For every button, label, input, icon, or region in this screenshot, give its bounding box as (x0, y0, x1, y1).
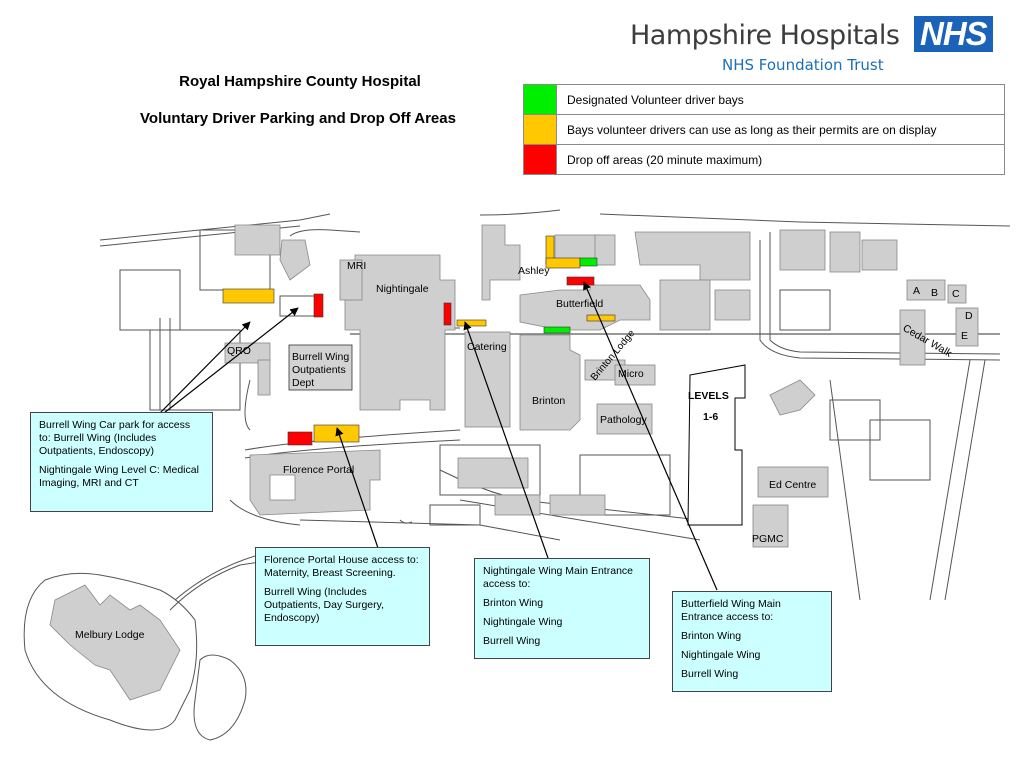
label-block-c: C (952, 288, 960, 300)
page-title: Royal Hampshire County Hospital (179, 73, 421, 90)
callout-text: Nightingale Wing Level C: Medical Imagin… (39, 464, 199, 489)
label-block-d: D (965, 310, 973, 322)
callout-florence-portal: Florence Portal House access to: Materni… (255, 547, 430, 646)
legend-table: Designated Volunteer driver bays Bays vo… (523, 84, 1005, 175)
callout-item: Brinton Wing (681, 630, 742, 642)
legend-label: Drop off areas (20 minute maximum) (556, 144, 1005, 175)
label-levels: LEVELS (688, 390, 729, 402)
callout-heading: Nightingale Wing Main Entrance access to… (483, 565, 633, 590)
legend-row: Bays volunteer drivers can use as long a… (523, 114, 1005, 145)
legend-swatch-amber (523, 114, 557, 145)
label-florence-portal: Florence Portal (283, 464, 355, 476)
label-butterfield: Butterfield (556, 298, 604, 310)
callout-item: Brinton Wing (483, 597, 544, 609)
legend-row: Drop off areas (20 minute maximum) (523, 144, 1005, 175)
callout-item: Burrell Wing (483, 635, 541, 647)
bay-amber-florence (313, 424, 360, 443)
legend-row: Designated Volunteer driver bays (523, 84, 1005, 115)
callout-text: Burrell Wing (Includes Outpatients, Day … (264, 586, 385, 624)
label-pgmc: PGMC (752, 533, 784, 545)
bay-red-burrell (313, 293, 324, 318)
label-micro: Micro (618, 368, 644, 380)
label-pathology: Pathology (600, 414, 647, 426)
bay-red-florence (287, 431, 313, 446)
label-ashley: Ashley (518, 265, 550, 277)
bay-green-brinton (543, 326, 571, 334)
callout-butterfield-entrance: Butterfield Wing Main Entrance access to… (672, 591, 832, 692)
label-nightingale: Nightingale (376, 283, 429, 295)
bay-red-nightingale (443, 302, 452, 326)
label-burrell-outpatients: Burrell Wing Outpatients Dept (292, 351, 350, 389)
callout-burrell-car-park: Burrell Wing Car park for access to: Bur… (30, 412, 213, 512)
label-melbury-lodge: Melbury Lodge (75, 629, 145, 641)
bay-amber-ashley (545, 257, 581, 269)
label-block-a: A (913, 285, 921, 297)
legend-label: Bays volunteer drivers can use as long a… (556, 114, 1005, 145)
label-brinton: Brinton (532, 395, 566, 407)
label-mri: MRI (347, 260, 367, 272)
callout-text: Burrell Wing Car park for access to: Bur… (39, 419, 191, 457)
label-qro: QRO (227, 345, 251, 357)
bay-red-butterfield (566, 276, 595, 286)
bay-amber-burrell (222, 288, 275, 304)
label-catering: Catering (467, 341, 507, 353)
nhs-badge: NHS (914, 16, 993, 52)
label-ed-centre: Ed Centre (769, 479, 817, 491)
label-block-b: B (931, 287, 939, 299)
legend-label: Designated Volunteer driver bays (556, 84, 1005, 115)
logo-subtitle: NHS Foundation Trust (722, 56, 884, 74)
callout-heading: Butterfield Wing Main Entrance access to… (681, 598, 781, 623)
callout-text: Florence Portal House access to: Materni… (264, 554, 419, 579)
bay-amber-nightingale (456, 319, 487, 327)
callout-nightingale-entrance: Nightingale Wing Main Entrance access to… (474, 558, 650, 659)
legend-swatch-red (523, 144, 557, 175)
label-block-e: E (961, 330, 969, 342)
bay-green-ashley (579, 257, 598, 267)
callout-item: Burrell Wing (681, 668, 739, 680)
label-levels-range: 1-6 (703, 411, 719, 423)
page-subtitle: Voluntary Driver Parking and Drop Off Ar… (140, 110, 456, 127)
callout-item: Nightingale Wing (483, 616, 563, 628)
nhs-logo: Hampshire Hospitals NHS NHS Foundation T… (630, 14, 1000, 76)
logo-org-name: Hampshire Hospitals (630, 20, 900, 51)
callout-item: Nightingale Wing (681, 649, 761, 661)
